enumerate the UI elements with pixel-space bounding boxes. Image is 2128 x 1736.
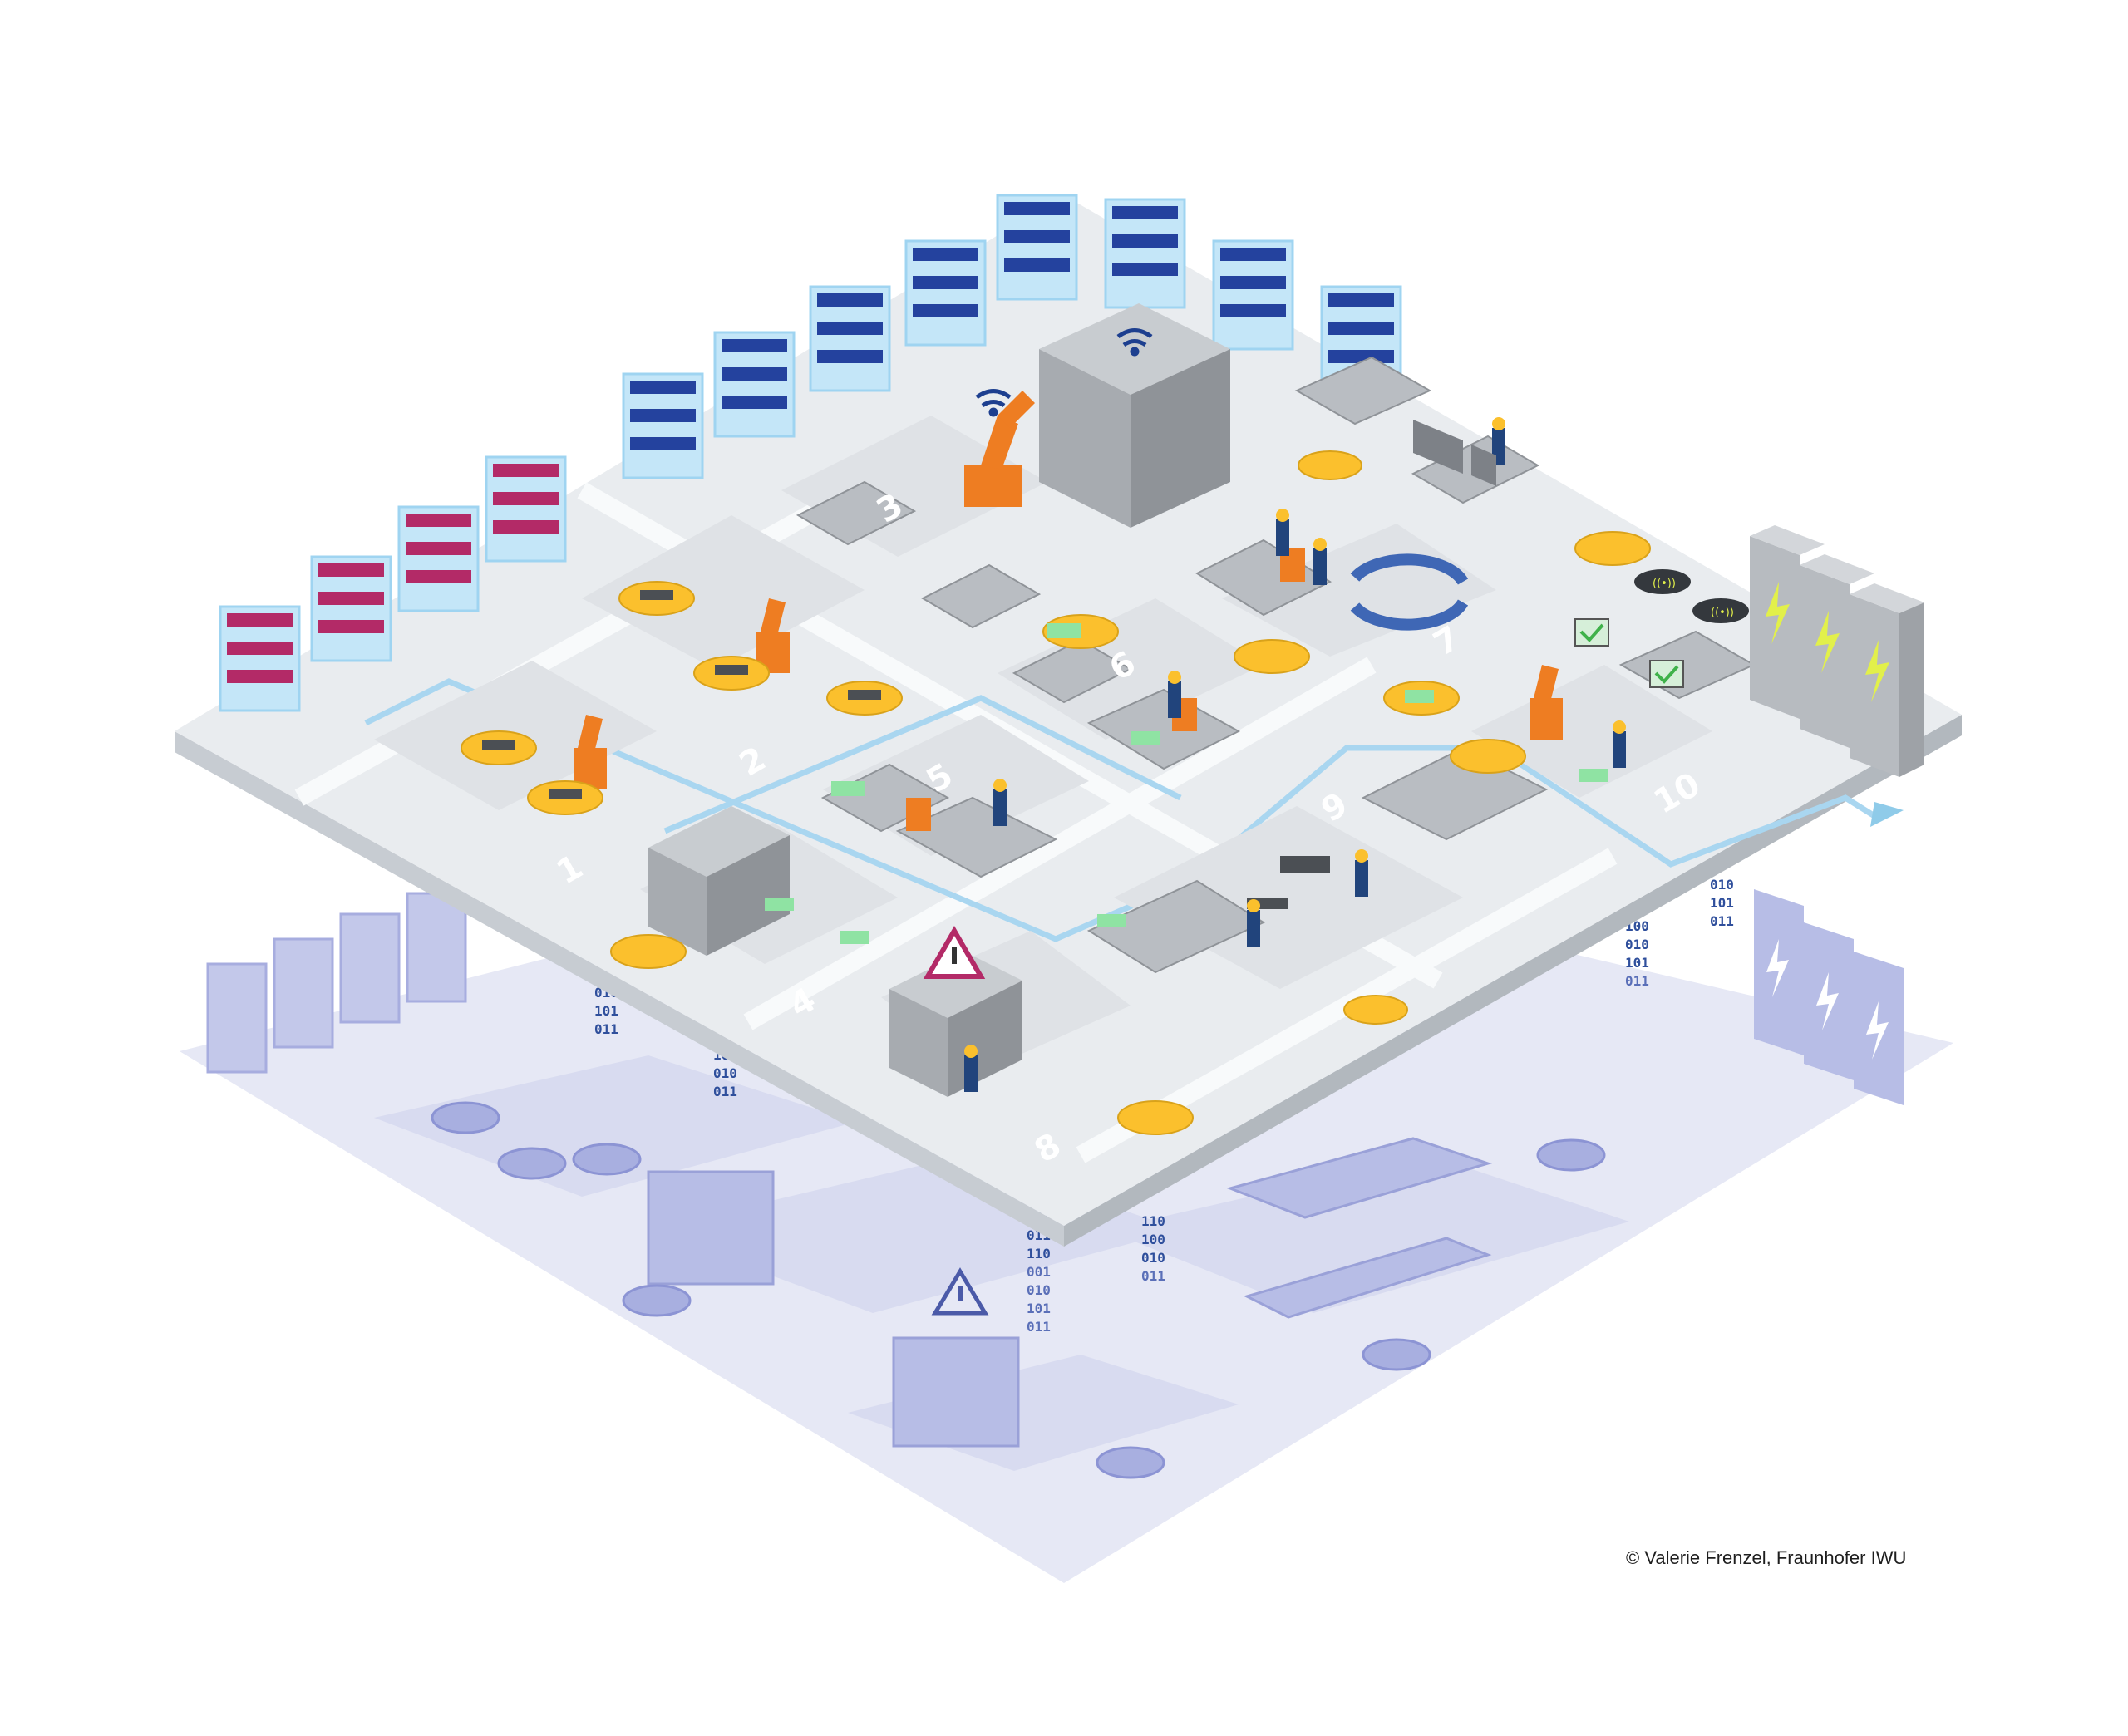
data-stream-bits: 101 (1027, 1301, 1051, 1316)
parts-green (765, 623, 1608, 944)
machines (648, 303, 1230, 1097)
data-stream-bits: 011 (594, 1021, 618, 1037)
data-stream-bits: 010 (1141, 1250, 1165, 1266)
lightning-icon (1865, 640, 1889, 702)
data-stream-bits: 011 (1710, 913, 1734, 929)
data-stream-bits: 001 (1027, 1264, 1051, 1280)
floor-side-right (1064, 715, 1962, 1247)
control-monitors (1413, 420, 1496, 486)
data-stream-bits: 011 (1027, 1319, 1051, 1335)
data-stream-bits: 011 (1141, 1268, 1165, 1284)
lightning-icon (1815, 611, 1840, 673)
data-stream-bits: 010 (1027, 1282, 1051, 1298)
svg-text:((•)): ((•)) (1711, 607, 1734, 619)
energy-cabinets (1750, 525, 1924, 777)
svg-text:((•)): ((•)) (1653, 578, 1676, 590)
data-stream-bits: 010 (1625, 937, 1649, 952)
magenta-bins (227, 464, 559, 683)
warning-sign-icon (931, 1267, 989, 1316)
data-stream-bits: 010 (713, 1065, 737, 1081)
rfid-icon: ((•)) ((•)) (1634, 569, 1749, 623)
twin-machines (647, 1137, 1493, 1448)
twin-zone-right (1106, 1155, 1629, 1313)
warning-sign-icon (923, 926, 986, 979)
lightning-icon (1866, 1001, 1889, 1060)
data-stream-bits: 011 (713, 1084, 737, 1099)
checkmark-monitor-icon (1574, 618, 1684, 688)
lightning-icon (1766, 582, 1790, 644)
data-stream-bits: 101 (1710, 895, 1734, 911)
flow-arrow-head (1870, 802, 1904, 827)
wifi-icon (975, 328, 1153, 417)
lightning-icon (1816, 972, 1839, 1030)
floor-side-left (175, 731, 1064, 1247)
data-stream-bits: 010 (1710, 877, 1734, 893)
worker-helmets (964, 417, 1626, 1058)
image-credit: © Valerie Frenzel, Fraunhofer IWU (1626, 1547, 1907, 1568)
data-stream-bits: 110 (1141, 1213, 1165, 1229)
data-stream-bits: 110 (1027, 1246, 1051, 1261)
robot-arms (574, 391, 1563, 831)
blue-bins (630, 202, 1394, 450)
data-stream-bits: 011 (1625, 973, 1649, 989)
data-stream-bits: 101 (1625, 955, 1649, 971)
twin-energy-cabinets (1754, 889, 1904, 1105)
lightning-icon (1766, 939, 1789, 997)
data-stream-bits: 101 (594, 1003, 618, 1019)
twin-agvs (431, 1101, 1606, 1479)
parts-dark (482, 590, 1330, 909)
data-stream-bits: 100 (1141, 1232, 1165, 1247)
twin-zone-left (374, 1055, 856, 1197)
physical-factory-layer: ((•)) ((•)) (175, 194, 1962, 1247)
cycle-arrow-icon (1350, 553, 1469, 631)
material-flow-path (364, 678, 1880, 942)
twin-shelves (206, 892, 467, 1074)
